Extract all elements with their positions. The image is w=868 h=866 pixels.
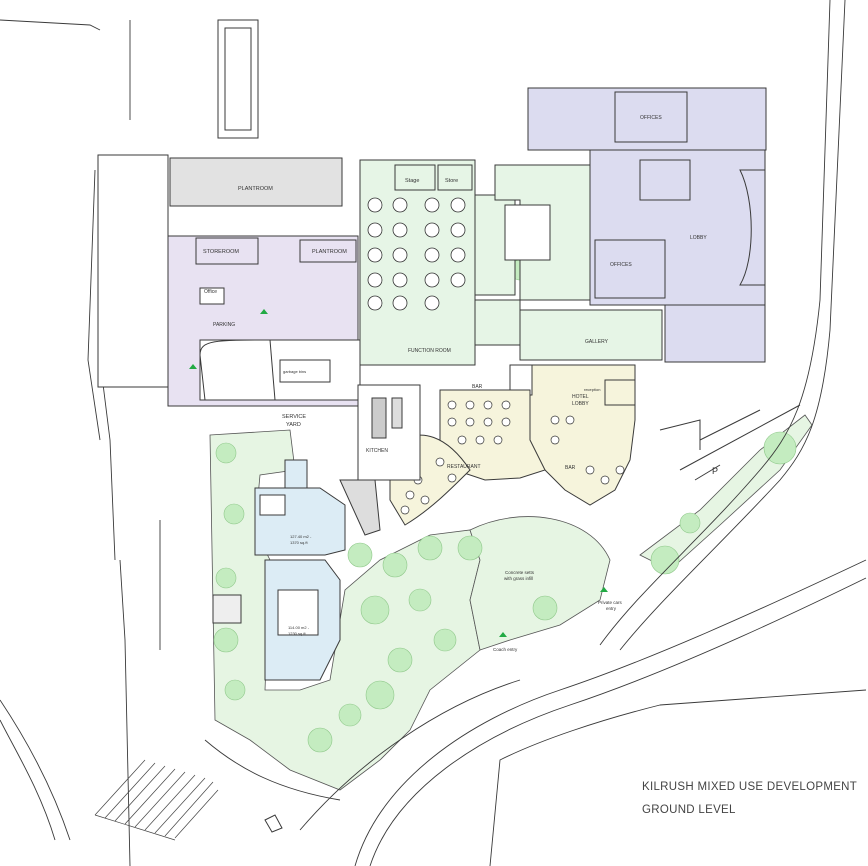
reception-label: reception [584, 387, 600, 392]
gallery-block [494, 164, 663, 361]
offices-label: OFFICES [610, 262, 632, 268]
storeroom-label: STOREROOM [203, 249, 239, 255]
unit-area-label: 1230 sq.ft [288, 631, 306, 636]
service-yard-label: SERVICE [282, 414, 306, 420]
concrete-setts-label: with grass infill [504, 576, 533, 581]
retail-block [254, 459, 346, 681]
entry-arrows [189, 309, 608, 637]
offices-label: OFFICES [640, 115, 662, 121]
site-labels: Concrete setts with grass infill Private… [493, 466, 718, 652]
parking-sign: P [712, 466, 718, 476]
trees [213, 179, 797, 753]
unit-area-label: 127.40 m2 - [290, 534, 312, 539]
conference-block [359, 159, 521, 366]
unit-area-label: 114.00 m2 - [288, 625, 310, 630]
hatched-area [94, 759, 219, 841]
gallery-label: GALLERY [585, 339, 609, 345]
restaurant-tables [400, 400, 625, 515]
store-label: Store [445, 178, 458, 184]
bar-label: BAR [565, 465, 576, 471]
service-yard-label: YARD [286, 422, 301, 428]
west-block [97, 154, 361, 407]
coach-entry-label: Coach entry [493, 647, 518, 652]
restaurant-label: RESTAURANT [447, 464, 481, 470]
parking-label: PARKING [213, 322, 235, 328]
kitchen-label: KITCHEN [366, 448, 388, 454]
lobby-label: LOBBY [690, 235, 707, 241]
drawing-title: KILRUSH MIXED USE DEVELOPMENT [642, 781, 858, 793]
misc-structures [212, 19, 801, 833]
garbage-bins-label: garbage bins [283, 369, 306, 374]
unit-area-label: 1370 sq.ft [290, 540, 308, 545]
office-label: Office [204, 289, 217, 295]
plantroom-label: PLANTROOM [238, 186, 273, 192]
stage-label: Stage [405, 178, 419, 184]
room-labels: PLANTROOM PLANTROOM STOREROOM Office PAR… [203, 115, 707, 636]
office-block [527, 87, 767, 363]
hotel-block [509, 364, 636, 506]
function-room-label: FUNCTION ROOM [408, 348, 451, 354]
private-cars-entry-label: Private cars [598, 600, 623, 605]
bar-label: BAR [472, 384, 483, 390]
concrete-setts-label: Concrete setts [505, 570, 535, 575]
drawing-subtitle: GROUND LEVEL [642, 804, 736, 816]
banquet-tables [367, 197, 466, 311]
plantroom-label: PLANTROOM [312, 249, 347, 255]
private-cars-entry-label: entry [606, 606, 617, 611]
hotel-lobby-label: LOBBY [572, 401, 589, 407]
hotel-lobby-label: HOTEL [572, 394, 589, 400]
kitchen-block [339, 384, 421, 536]
